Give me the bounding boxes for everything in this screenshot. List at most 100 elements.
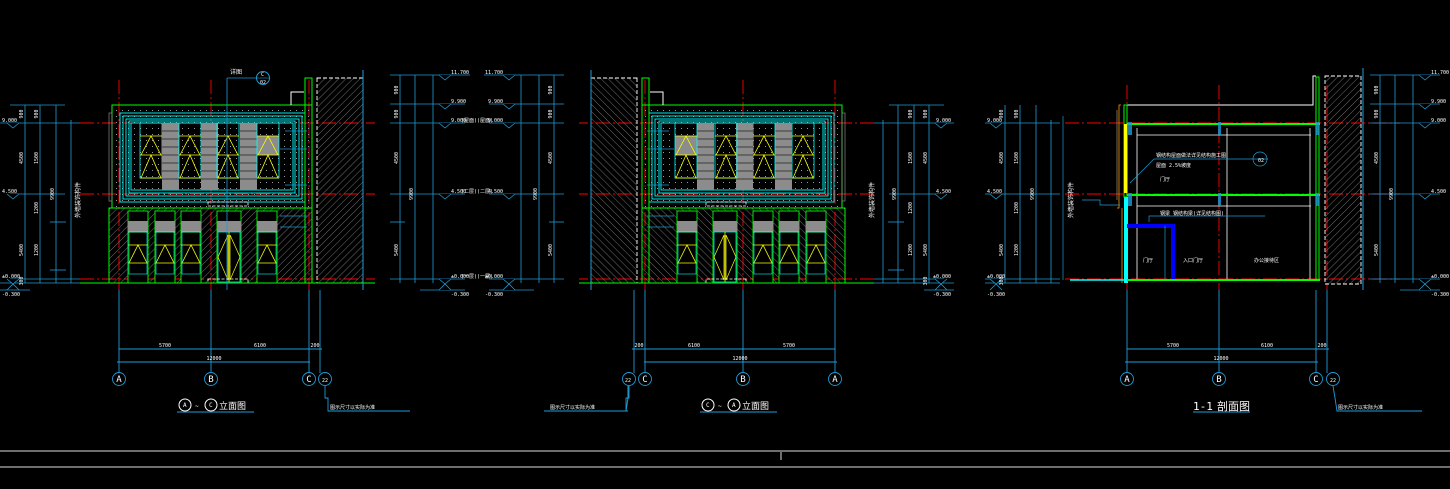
level-value: ±0.000 <box>933 274 951 280</box>
level-tag: (屋面) <box>461 118 477 124</box>
vertical-dimension: 1200 <box>34 244 40 256</box>
detail-callout: 详图 C 02 <box>226 68 270 290</box>
level-value: -0.300 <box>485 292 503 298</box>
side-label: 外墙装饰构件 <box>868 182 876 218</box>
level-tag: (二层) <box>477 189 493 195</box>
level-value: -0.300 <box>933 292 951 298</box>
vertical-dimension: 1500 <box>1014 152 1020 164</box>
axis-label-B: B <box>740 375 745 385</box>
level-value: 11.700 <box>485 70 503 76</box>
dimension-value: 6100 <box>254 343 266 349</box>
dimension-value: 5700 <box>1167 343 1179 349</box>
floor-note-2: 屋面 2.5%坡度 <box>1156 162 1191 169</box>
vertical-dimension: 900 <box>394 85 400 94</box>
dimension-value: 200 <box>1317 343 1326 349</box>
room-label-1: 门厅 <box>1143 257 1153 264</box>
vertical-dimension: 900 <box>394 109 400 118</box>
level-value: ±0.000 <box>2 274 20 280</box>
drawing-title: 立面图 <box>219 400 246 412</box>
vertical-dimension: 1200 <box>1014 244 1020 256</box>
level-value: ±0.000 <box>485 274 503 280</box>
dimension-total: 12000 <box>206 356 221 362</box>
room-label-3: 办公接待区 <box>1254 257 1279 264</box>
axis-label-C: C <box>642 375 647 385</box>
vertical-dimension: 1500 <box>908 152 914 164</box>
vertical-dimension: 900 <box>19 109 25 118</box>
dimension-value: 6100 <box>1261 343 1273 349</box>
level-value: 9.000 <box>987 118 1002 124</box>
vertical-dimension: 5400 <box>394 244 400 256</box>
axis-label-A: A <box>1124 375 1130 385</box>
drawing-note: 图示尺寸以实际为准 <box>1338 404 1383 411</box>
level-value: ±0.000 <box>987 274 1005 280</box>
section-1-1[interactable] <box>985 68 1440 412</box>
title-axis-from: C <box>706 402 710 409</box>
vertical-dimension: 5400 <box>19 244 25 256</box>
vertical-dimension: 900 <box>34 109 40 118</box>
vertical-dimension-total: 9900 <box>1389 188 1395 200</box>
level-value: -0.300 <box>1431 292 1449 298</box>
level-value: 9.900 <box>1431 99 1446 105</box>
vertical-dimension: 5400 <box>548 244 554 256</box>
vertical-dimension: 900 <box>1374 109 1380 118</box>
vertical-dimension-total: 9900 <box>533 188 539 200</box>
axis-label-A: A <box>832 375 838 385</box>
section-number: 1-1 <box>1193 400 1213 413</box>
side-label: 外墙装饰构件 <box>74 182 82 218</box>
title-a-to-c: A ~ C 立面图 <box>177 398 254 413</box>
beam-note: 钢梁 钢结构梁(详见结构图) <box>1160 210 1224 217</box>
axis-label-22: 22 <box>1330 378 1336 384</box>
callout-ref: 02 <box>1258 158 1264 164</box>
vertical-dimension: 900 <box>548 85 554 94</box>
axis-label-C: C <box>306 375 311 385</box>
axis-label-22: 22 <box>322 378 328 384</box>
axis-label-B: B <box>208 375 213 385</box>
axis-label-22: 22 <box>625 378 631 384</box>
axis-label-C: C <box>1313 375 1318 385</box>
vertical-dimension: 5400 <box>923 244 929 256</box>
level-value: ±0.000 <box>451 274 469 280</box>
side-label: 外墙装饰构件 <box>1067 182 1075 218</box>
vertical-dimension: 4500 <box>999 152 1005 164</box>
level-value: 9.000 <box>936 118 951 124</box>
level-value: 9.900 <box>451 99 466 105</box>
label-room: 门厅 <box>1160 176 1170 183</box>
elevation-a-to-c[interactable] <box>0 70 470 411</box>
level-value: -0.300 <box>451 292 469 298</box>
vertical-dimension: 900 <box>999 109 1005 118</box>
room-label-2: 入口门厅 <box>1183 257 1203 264</box>
dimension-value: 200 <box>310 343 319 349</box>
level-value: 4.500 <box>987 189 1002 195</box>
dimension-total: 12000 <box>732 356 747 362</box>
vertical-dimension: 4500 <box>19 152 25 164</box>
level-tag: (一层) <box>477 274 493 280</box>
vertical-dimension: 1200 <box>1014 202 1020 214</box>
level-tag: (屋面) <box>477 118 493 124</box>
level-value: 4.500 <box>451 189 466 195</box>
vertical-dimension: 900 <box>548 109 554 118</box>
dimension-total: 12000 <box>1213 356 1228 362</box>
vertical-dimension: 300 <box>19 276 25 285</box>
vertical-dimension: 9900 <box>1030 188 1036 200</box>
vertical-dimension: 300 <box>923 276 929 285</box>
vertical-dimension: 300 <box>999 276 1005 285</box>
vertical-dimension: 4500 <box>548 152 554 164</box>
level-tag: (一层) <box>461 274 477 280</box>
title-axis-from: A <box>183 402 187 409</box>
vertical-dimension: 900 <box>1014 109 1020 118</box>
elevation-c-to-a[interactable] <box>484 70 954 411</box>
axis-label-B: B <box>1216 375 1221 385</box>
drawing-note: 图示尺寸以实际为准 <box>330 404 375 411</box>
vertical-dimension: 4500 <box>1374 152 1380 164</box>
vertical-dimension: 1200 <box>908 202 914 214</box>
dimension-value: 6100 <box>688 343 700 349</box>
level-tag: (二层) <box>461 189 477 195</box>
title-sep: ~ <box>195 403 199 410</box>
level-value: 9.000 <box>1431 118 1446 124</box>
callout-ref-top: C <box>261 72 264 78</box>
vertical-dimension: 9900 <box>50 188 56 200</box>
dimension-value: 200 <box>634 343 643 349</box>
vertical-dimension-total: 9900 <box>409 188 415 200</box>
drawing-title: 立面图 <box>742 400 769 412</box>
